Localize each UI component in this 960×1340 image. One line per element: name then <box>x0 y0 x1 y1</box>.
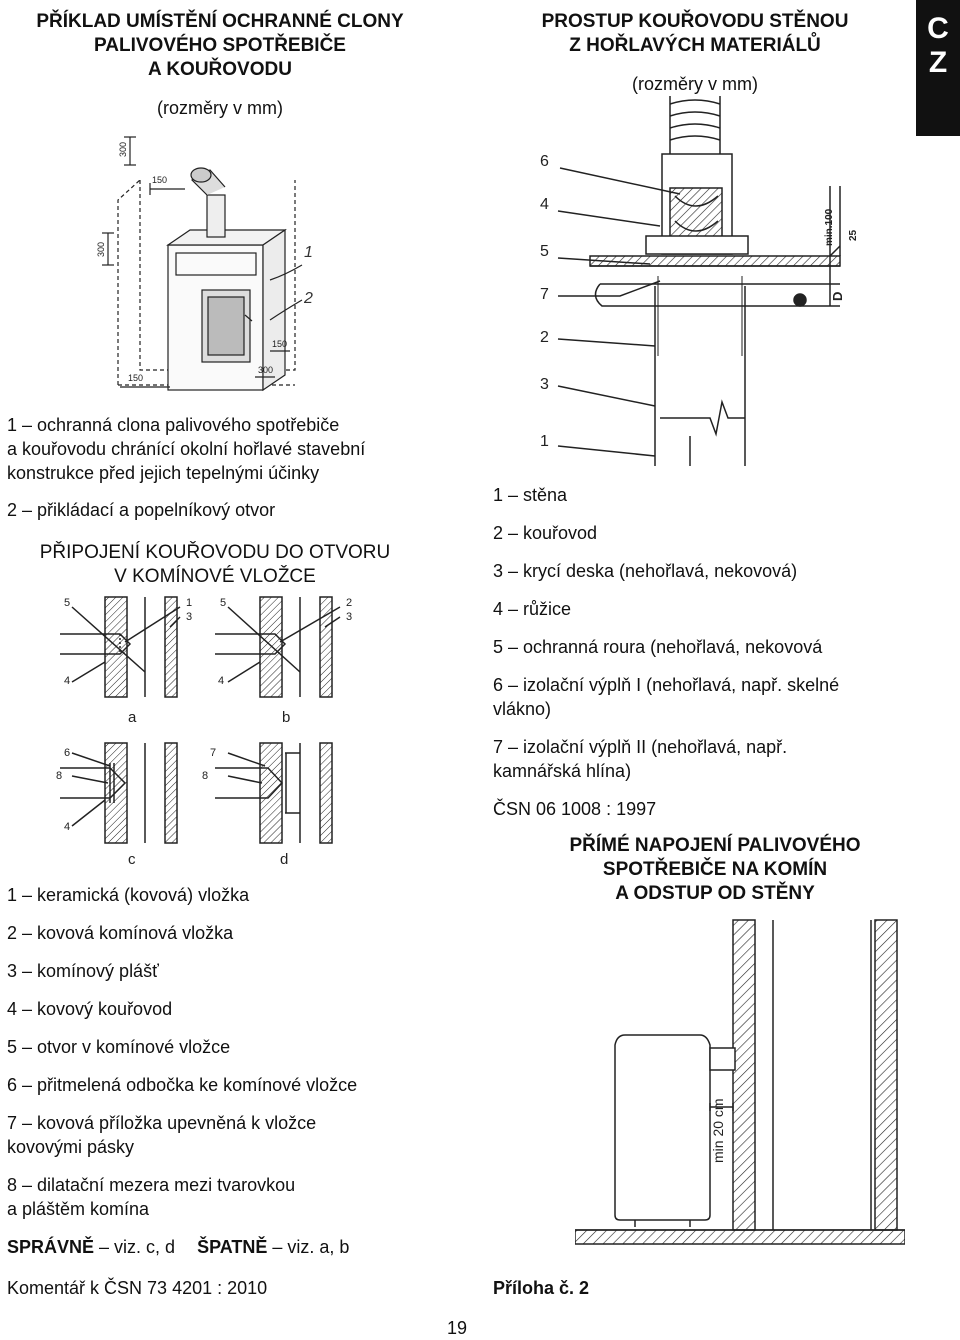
legend-line: 7 – kovová příložka upevněná k vložce <box>7 1113 317 1133</box>
legend-line: a kouřovodu chránící okolní hořlavé stav… <box>7 439 366 459</box>
direct-connection-title: PŘÍMÉ NAPOJENÍ PALIVOVÉHO SPOTŘEBIČE NA … <box>520 834 910 906</box>
diagram-label: 4 <box>218 675 224 687</box>
legend-line: konstrukce před jejich tepelnými účinky <box>7 463 320 483</box>
legend-line: kamnářská hlína) <box>493 761 632 781</box>
dim-label: 150 <box>272 339 287 349</box>
legend-line: 1 – stěna <box>493 485 568 505</box>
language-tab: C Z <box>916 0 960 136</box>
stove-shield-title: PŘÍKLAD UMÍSTĚNÍ OCHRANNÉ CLONY PALIVOVÉ… <box>0 10 440 82</box>
dim-label: 25 <box>848 229 859 241</box>
title-line: PALIVOVÉHO SPOTŘEBIČE <box>94 35 346 56</box>
legend-line: 1 – keramická (kovová) vložka <box>7 885 250 905</box>
correct-label: SPRÁVNĚ <box>7 1237 95 1257</box>
connection-title: PŘIPOJENÍ KOUŘOVODU DO OTVORU V KOMÍNOVÉ… <box>0 541 430 589</box>
callout-number: 1 <box>540 433 549 450</box>
title-line: PROSTUP KOUŘOVODU STĚNOU <box>541 11 849 32</box>
connection-diagrams-ab: 5 1 3 4 5 2 3 4 a b <box>60 596 352 726</box>
title-line: SPOTŘEBIČE NA KOMÍN <box>602 859 828 880</box>
dim-label: 150 <box>152 175 167 185</box>
diagram-letter: c <box>128 851 136 868</box>
diagram-label: 3 <box>186 611 192 623</box>
legend-line: 6 – izolační výplň I (nehořlavá, např. s… <box>493 675 840 695</box>
diagram-letter: d <box>280 851 288 868</box>
wall-passage-subtitle: (rozměry v mm) <box>632 74 758 94</box>
diagram-label: 5 <box>64 597 70 609</box>
norm-comment: Komentář k ČSN 73 4201 : 2010 <box>7 1278 268 1298</box>
dim-label: 300 <box>118 142 128 157</box>
title-line: Z HOŘLAVÝCH MATERIÁLŮ <box>569 35 821 56</box>
connection-diagrams-cd: 6 8 4 7 8 c d <box>56 742 333 868</box>
norm-reference: ČSN 06 1008 : 1997 <box>493 799 657 819</box>
legend-line: 2 – kouřovod <box>493 523 598 543</box>
diagram-label: 4 <box>64 675 70 687</box>
diagram-label: 8 <box>56 770 62 782</box>
connection-legend: 1 – keramická (kovová) vložka 2 – kovová… <box>7 883 447 1259</box>
callout-number: 2 <box>540 329 549 346</box>
callout-number: 4 <box>540 196 549 213</box>
shield-legend: 1 – ochranná clona palivového spotřebiče… <box>7 413 437 522</box>
diagram-label: 3 <box>346 611 352 623</box>
callout-number: 2 <box>303 290 313 307</box>
wall-passage-diagram: 6 4 5 7 2 3 1 min.100 25 D <box>540 96 859 466</box>
title-line: PŘÍMÉ NAPOJENÍ PALIVOVÉHO <box>569 835 861 856</box>
stove-shield-diagram: 300 150 300 150 150 300 1 2 <box>96 136 313 392</box>
correct-ref: – viz. c, d <box>94 1237 176 1257</box>
diagram-label: 1 <box>186 597 192 609</box>
diagram-label: 8 <box>202 770 208 782</box>
dim-label: D <box>830 292 845 301</box>
direct-connection-diagram: min 20 cm <box>575 919 905 1245</box>
legend-line: 7 – izolační výplň II (nehořlavá, např. <box>493 737 788 757</box>
title-line: PŘIPOJENÍ KOUŘOVODU DO OTVORU <box>39 542 391 563</box>
legend-line: 3 – komínový plášť <box>7 961 159 981</box>
legend-line: 2 – přikládací a popelníkový otvor <box>7 500 276 520</box>
language-tab-letter: C <box>927 12 949 45</box>
legend-line: 4 – růžice <box>493 599 572 619</box>
title-line: A KOUŘOVODU <box>148 59 292 80</box>
callout-number: 7 <box>540 286 549 303</box>
legend-line: 5 – otvor v komínové vložce <box>7 1037 231 1057</box>
dim-label: 300 <box>258 365 273 375</box>
legend-line: vlákno) <box>493 699 552 719</box>
wall-passage-title: PROSTUP KOUŘOVODU STĚNOU Z HOŘLAVÝCH MAT… <box>490 10 900 58</box>
callout-number: 5 <box>540 243 549 260</box>
legend-line: 3 – krycí deska (nehořlavá, nekovová) <box>493 561 798 581</box>
legend-line: 8 – dilatační mezera mezi tvarovkou <box>7 1175 296 1195</box>
wrong-label: ŠPATNĚ <box>197 1237 268 1257</box>
dim-label: min.100 <box>824 208 835 246</box>
diagram-letter: a <box>128 709 137 726</box>
legend-line: 5 – ochranná roura (nehořlavá, nekovová <box>493 637 823 657</box>
callout-number: 1 <box>304 244 313 261</box>
dim-label: min 20 cm <box>710 1098 726 1163</box>
diagram-label: 5 <box>220 597 226 609</box>
page-number: 19 <box>447 1318 468 1338</box>
title-line: PŘÍKLAD UMÍSTĚNÍ OCHRANNÉ CLONY <box>36 11 404 32</box>
legend-line: 4 – kovový kouřovod <box>7 999 173 1019</box>
legend-line: 1 – ochranná clona palivového spotřebiče <box>7 415 340 435</box>
dim-label: 150 <box>128 373 143 383</box>
title-line: V KOMÍNOVÉ VLOŽCE <box>114 566 316 587</box>
appendix-label: Příloha č. 2 <box>493 1278 590 1298</box>
legend-line: kovovými pásky <box>7 1137 135 1157</box>
diagram-label: 7 <box>210 747 216 759</box>
correct-wrong-line: SPRÁVNĚ – viz. c, d ŠPATNĚ – viz. a, b <box>7 1235 447 1259</box>
diagram-label: 2 <box>346 597 352 609</box>
wrong-ref: – viz. a, b <box>267 1237 350 1257</box>
wall-passage-legend: 1 – stěna 2 – kouřovod 3 – krycí deska (… <box>493 483 913 821</box>
diagram-letter: b <box>282 709 290 726</box>
diagram-label: 6 <box>64 747 70 759</box>
stove-shield-subtitle: (rozměry v mm) <box>157 98 283 118</box>
dim-label: 300 <box>96 242 106 257</box>
language-tab-letter: Z <box>928 46 948 79</box>
callout-number: 3 <box>540 376 549 393</box>
legend-line: 6 – přitmelená odbočka ke komínové vložc… <box>7 1075 358 1095</box>
callout-number: 6 <box>540 153 549 170</box>
diagram-label: 4 <box>64 821 70 833</box>
legend-line: 2 – kovová komínová vložka <box>7 923 234 943</box>
title-line: A ODSTUP OD STĚNY <box>615 883 815 904</box>
legend-line: a pláštěm komína <box>7 1199 150 1219</box>
